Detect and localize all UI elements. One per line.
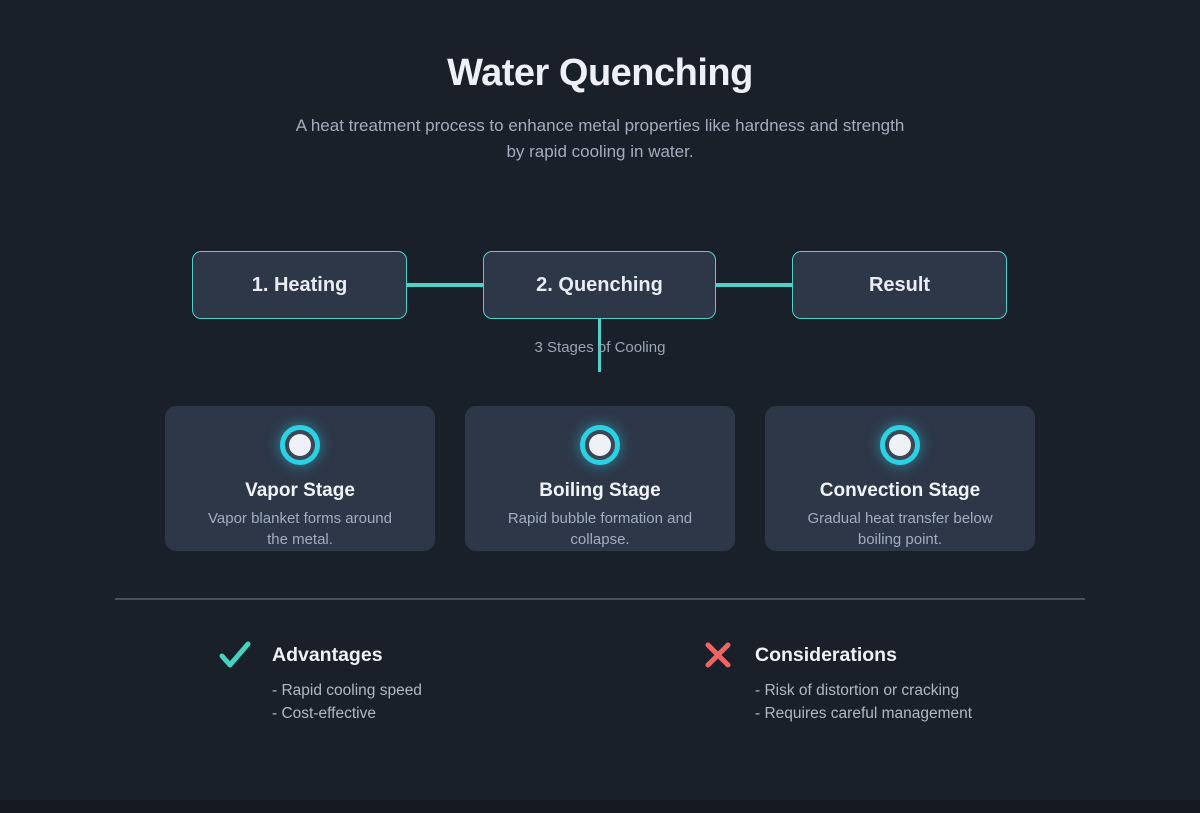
stage-card-convection: Convection Stage Gradual heat transfer b… — [765, 406, 1035, 551]
considerations-section: Considerations - Risk of distortion or c… — [701, 640, 972, 725]
glow-ring-core — [889, 434, 911, 456]
advantage-item: - Cost-effective — [272, 705, 376, 722]
glow-ring-core — [289, 434, 311, 456]
page-bottom-strip — [0, 800, 1200, 813]
page-title: Water Quenching — [447, 52, 753, 94]
stage-description: Vapor blanket forms around the metal. — [208, 510, 392, 548]
flow-step-label: Result — [868, 273, 931, 296]
considerations-header: Considerations — [701, 640, 972, 670]
stage-description: Rapid bubble formation and collapse. — [507, 510, 693, 548]
stage-title: Convection Stage — [819, 480, 981, 501]
advantages-title: Advantages — [272, 643, 383, 666]
considerations-title: Considerations — [755, 643, 897, 666]
flow-step-result: Result — [792, 251, 1007, 319]
subtitle-line-1: A heat treatment process to enhance meta… — [295, 116, 905, 135]
advantages-header: Advantages — [218, 640, 422, 670]
flow-step-quenching: 2. Quenching — [483, 251, 716, 319]
flow-connector-line — [407, 283, 483, 287]
advantage-item: - Rapid cooling speed — [272, 682, 422, 699]
glow-ring-core — [589, 434, 611, 456]
flow-branch-label: 3 Stages of Cooling — [534, 339, 666, 356]
consideration-item: - Requires careful management — [755, 705, 973, 722]
check-icon — [219, 641, 251, 668]
flow-step-label: 2. Quenching — [536, 273, 663, 296]
stage-card-boiling: Boiling Stage Rapid bubble formation and… — [465, 406, 735, 551]
glow-ring-icon — [580, 425, 620, 465]
flow-branch-line — [598, 318, 601, 372]
consideration-item: - Risk of distortion or cracking — [755, 682, 960, 699]
flow-connector-line — [716, 283, 792, 287]
section-divider — [115, 598, 1085, 600]
advantages-section: Advantages - Rapid cooling speed - Cost-… — [218, 640, 422, 725]
advantages-list: - Rapid cooling speed - Cost-effective — [272, 679, 422, 725]
glow-ring-icon — [280, 425, 320, 465]
flow-step-label: 1. Heating — [251, 273, 348, 296]
stage-card-vapor: Vapor Stage Vapor blanket forms around t… — [165, 406, 435, 551]
considerations-list: - Risk of distortion or cracking - Requi… — [755, 679, 972, 725]
stage-title: Boiling Stage — [539, 480, 661, 501]
subtitle-line-2: by rapid cooling in water. — [506, 142, 694, 161]
page-subtitle: A heat treatment process to enhance meta… — [0, 113, 1200, 165]
glow-ring-icon — [880, 425, 920, 465]
stage-description: Gradual heat transfer below boiling poin… — [807, 510, 993, 548]
flow-step-heating: 1. Heating — [192, 251, 407, 319]
stage-title: Vapor Stage — [245, 480, 355, 501]
x-icon — [705, 642, 731, 668]
